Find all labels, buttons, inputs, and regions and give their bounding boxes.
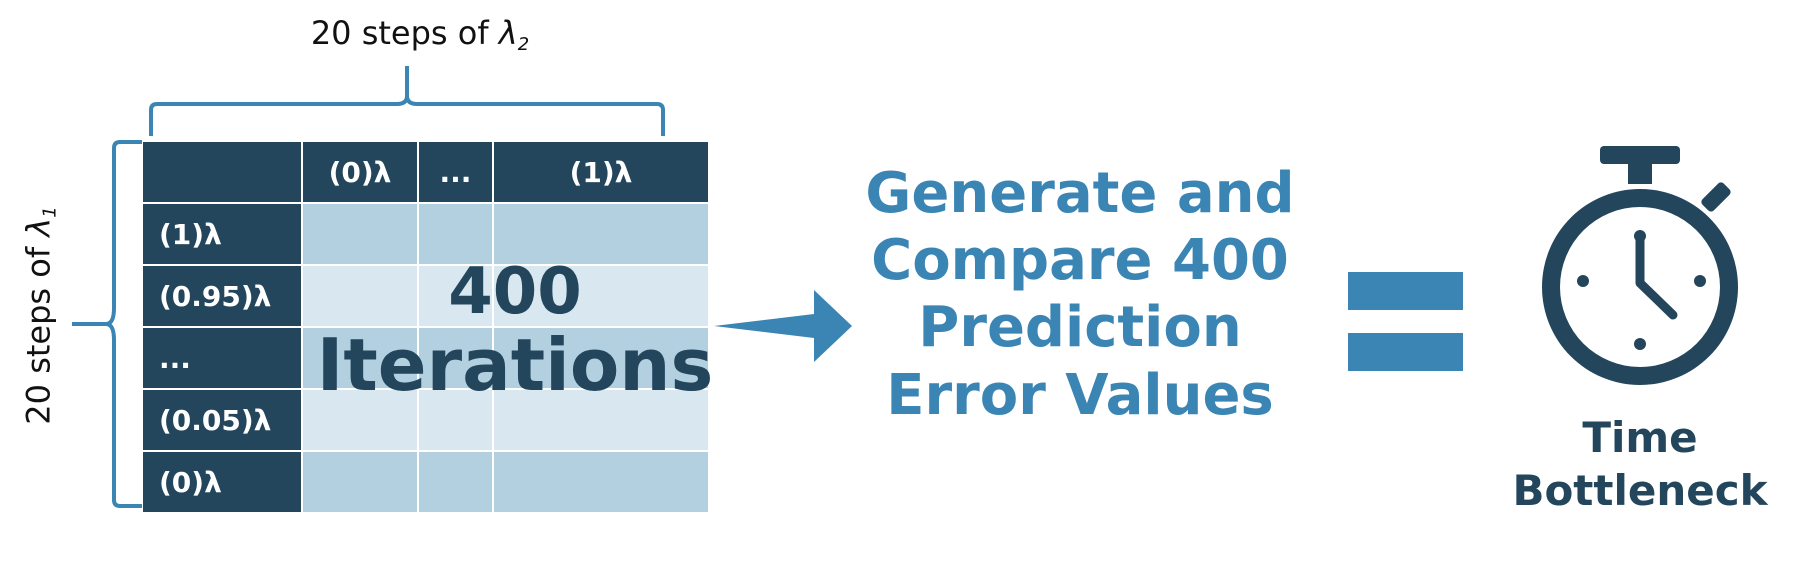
iteration-count: 400 <box>448 255 582 329</box>
generate-line: Generate and <box>865 161 1295 226</box>
lambda-grid: (0)λ ... (1)λ (1)λ (0.95)λ ... (0.05)λ (… <box>143 142 708 512</box>
left-axis-label: 20 steps of λ1 <box>19 206 61 425</box>
grid-cell <box>419 390 492 450</box>
generate-line: Error Values <box>886 362 1274 428</box>
grid-cell <box>419 328 492 388</box>
iterations-overlay: 400 Iterations <box>300 255 730 408</box>
corner-cell <box>143 142 301 202</box>
grid-cell <box>494 452 708 512</box>
grid-cell <box>303 390 417 450</box>
equals-icon-bar <box>1348 333 1463 371</box>
generate-line: Compare 400 <box>871 228 1289 294</box>
grid-cell <box>419 452 492 512</box>
row-header: (1)λ <box>143 204 301 264</box>
time-bottleneck-label: Time Bottleneck <box>1490 412 1790 517</box>
row-header: ... <box>143 328 301 388</box>
grid-cell <box>494 328 708 388</box>
grid-cell <box>303 452 417 512</box>
equals-icon <box>1348 272 1463 310</box>
grid-cell <box>419 266 492 326</box>
grid-cell <box>303 266 417 326</box>
top-bracket <box>149 66 665 136</box>
time-line: Time <box>1582 413 1698 462</box>
iteration-word: Iterations <box>316 323 714 408</box>
stopwatch-icon <box>1542 146 1738 385</box>
col-header: ... <box>419 142 492 202</box>
arrow-right-icon <box>714 290 852 362</box>
grid-cell <box>419 204 492 264</box>
grid-cell <box>494 204 708 264</box>
grid-cell <box>494 266 708 326</box>
generate-compare-text: Generate and Compare 400 Prediction Erro… <box>820 160 1340 429</box>
row-header: (0.05)λ <box>143 390 301 450</box>
top-axis-label: 20 steps of λ2 <box>310 14 530 55</box>
row-header: (0.95)λ <box>143 266 301 326</box>
row-header: (0)λ <box>143 452 301 512</box>
col-header: (0)λ <box>303 142 417 202</box>
generate-line: Prediction <box>918 295 1242 361</box>
grid-cell <box>303 204 417 264</box>
grid-cell <box>303 328 417 388</box>
bottleneck-line: Bottleneck <box>1512 465 1768 515</box>
left-bracket <box>72 140 142 508</box>
col-header: (1)λ <box>494 142 708 202</box>
grid-cell <box>494 390 708 450</box>
